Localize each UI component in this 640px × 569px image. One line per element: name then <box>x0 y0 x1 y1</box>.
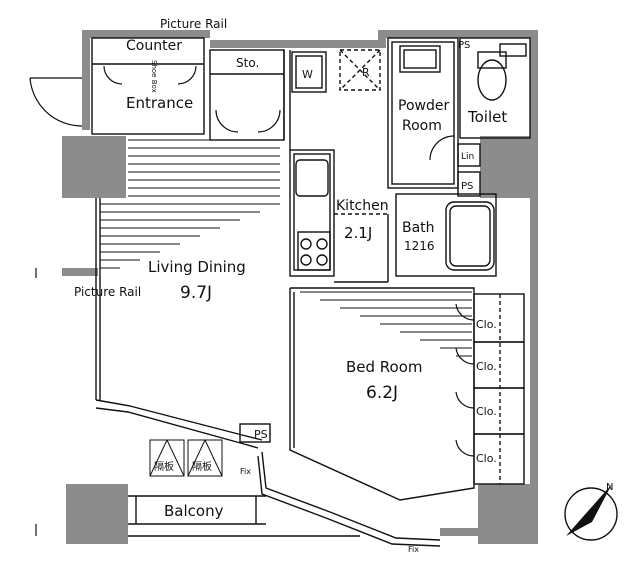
closet-label: Clo. <box>476 405 497 418</box>
room-labels: Picture Rail Counter Shoe Box Sto. W R E… <box>74 17 507 554</box>
partition-label: 隔板 <box>154 460 174 473</box>
living-dining-size-label: 9.7J <box>180 283 212 303</box>
closet-label: Clo. <box>476 360 497 373</box>
bed-room-label: Bed Room <box>346 358 423 376</box>
shoe-box-label: Shoe Box <box>150 60 158 93</box>
partition-symbols <box>149 439 223 477</box>
exterior-walls <box>62 30 538 544</box>
counter-label: Counter <box>126 38 182 54</box>
ps-mid-label: PS <box>461 181 473 192</box>
linen-label: Lin <box>461 152 474 162</box>
compass: N <box>564 482 618 541</box>
bath-label: Bath <box>402 220 435 236</box>
refrigerator-label: R <box>362 66 370 79</box>
door-swings <box>29 65 475 457</box>
washer-label: W <box>302 68 313 81</box>
closet-label: Clo. <box>476 452 497 465</box>
compass-north-label: N <box>606 482 613 493</box>
toilet-label: Toilet <box>467 108 507 126</box>
partition-label: 隔板 <box>192 460 212 473</box>
powder-room-label-1: Powder <box>398 98 449 114</box>
kitchen-size-label: 2.1J <box>344 224 372 242</box>
bath-size-label: 1216 <box>404 239 435 253</box>
picture-rail-top-label: Picture Rail <box>160 17 227 31</box>
closet-label: Clo. <box>476 318 497 331</box>
balcony-label: Balcony <box>164 502 224 520</box>
living-dining-label: Living Dining <box>148 258 246 276</box>
picture-rail-side-label: Picture Rail <box>74 285 141 299</box>
powder-room-label-2: Room <box>402 118 442 134</box>
bed-room-size-label: 6.2J <box>366 383 398 403</box>
ps-top-label: PS <box>458 40 470 51</box>
floor-hatching <box>100 139 472 357</box>
fix-label: Fix <box>408 545 419 554</box>
interior-walls <box>91 37 531 547</box>
storage-label: Sto. <box>236 56 259 70</box>
ps-bottom-label: PS <box>254 428 268 441</box>
fix-label: Fix <box>240 467 251 476</box>
kitchen-label: Kitchen <box>336 198 389 214</box>
entrance-label: Entrance <box>126 94 193 112</box>
